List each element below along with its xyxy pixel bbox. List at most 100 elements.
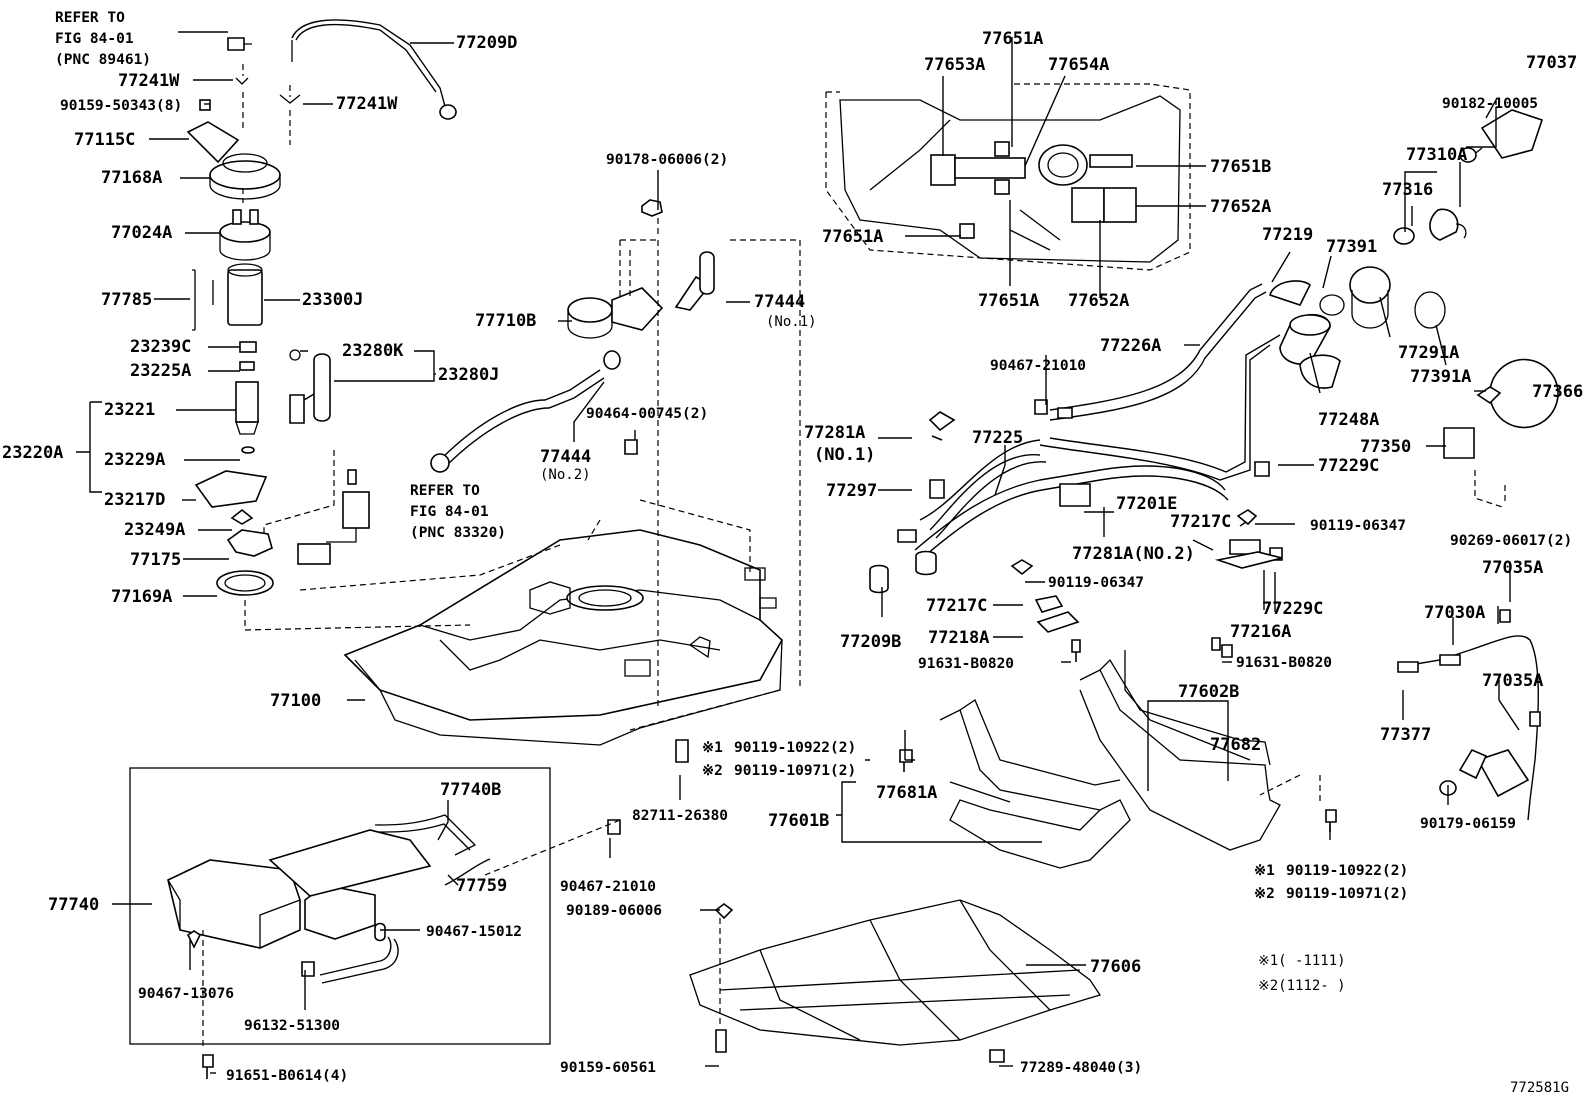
label-77310A: 77310A xyxy=(1406,145,1467,165)
label-77651A-left: 77651A xyxy=(822,227,883,247)
label-77377: 77377 xyxy=(1380,725,1431,745)
label-77654A: 77654A xyxy=(1048,55,1109,75)
diagram-code: 772581G xyxy=(1510,1080,1569,1096)
tank-top-view-drawing xyxy=(825,83,1191,271)
label-77035A-bottom: 77035A xyxy=(1482,671,1543,691)
label-77759: 77759 xyxy=(456,876,507,896)
label-77366: 77366 xyxy=(1532,382,1583,402)
fuel-pump-assembly-drawing xyxy=(186,19,457,596)
label-82711-26380: 82711-26380 xyxy=(632,808,728,824)
label-90464-00745: 90464-00745(2) xyxy=(586,406,708,422)
filler-pipe-drawing xyxy=(869,109,1559,662)
label-77201E: 77201E xyxy=(1116,494,1177,514)
label-91631-B0820-right: 91631-B0820 xyxy=(1236,655,1332,671)
footnote-1: ※1( -1111) xyxy=(1258,953,1346,969)
label-77651B: 77651B xyxy=(1210,157,1271,177)
label-77169A: 77169A xyxy=(111,587,172,607)
label-77289-48040: 77289-48040(3) xyxy=(1020,1060,1142,1076)
label-77024A: 77024A xyxy=(111,223,172,243)
label-77216A: 77216A xyxy=(1230,622,1291,642)
label-77175: 77175 xyxy=(130,550,181,570)
label-77281A-no2: 77281A(NO.2) xyxy=(1072,544,1195,564)
label-77391A: 77391A xyxy=(1410,367,1471,387)
refer-note-1-line2: FIG 84-01 xyxy=(55,31,134,47)
label-23217D: 23217D xyxy=(104,490,165,510)
label-90159-60561: 90159-60561 xyxy=(560,1060,656,1076)
label-77225: 77225 xyxy=(972,428,1023,448)
label-77219: 77219 xyxy=(1262,225,1313,245)
refer-note-1-line3: (PNC 89461) xyxy=(55,52,151,68)
vent-valve-drawing xyxy=(430,199,715,473)
label-90119-10971-bottom: 90119-10971(2) xyxy=(1286,886,1408,902)
label-77653A: 77653A xyxy=(924,55,985,75)
label-77444-no2: 77444 xyxy=(540,447,591,467)
label-77444-no1-sub: (No.1) xyxy=(766,314,817,330)
tank-band-drawing xyxy=(939,650,1281,869)
label-77035A-top: 77035A xyxy=(1482,558,1543,578)
label-77229C-top: 77229C xyxy=(1318,456,1379,476)
label-note2-mark-top: ※2 xyxy=(702,763,723,779)
label-77281A-no1-sub: (NO.1) xyxy=(814,445,875,465)
label-77391: 77391 xyxy=(1326,237,1377,257)
label-77682: 77682 xyxy=(1210,735,1261,755)
label-90119-06347-mid: 90119-06347 xyxy=(1048,575,1144,591)
refer-note-2-line3: (PNC 83320) xyxy=(410,525,506,541)
protector-plate-drawing xyxy=(689,899,1102,1063)
label-23300J: 23300J xyxy=(302,290,363,310)
label-77606: 77606 xyxy=(1090,957,1141,977)
label-77785: 77785 xyxy=(101,290,152,310)
fasteners-drawing xyxy=(202,644,1337,1079)
canister-drawing xyxy=(167,814,491,984)
label-90189-06006: 90189-06006 xyxy=(566,903,662,919)
label-91631-B0820-left: 91631-B0820 xyxy=(918,656,1014,672)
refer-note-1-line1: REFER TO xyxy=(55,10,125,26)
label-91651-B0614: 91651-B0614(4) xyxy=(226,1068,348,1084)
fuel-lid-cable-drawing xyxy=(1397,609,1541,821)
refer-note-2-line1: REFER TO xyxy=(410,483,480,499)
label-77037: 77037 xyxy=(1526,53,1577,73)
label-77209B: 77209B xyxy=(840,632,901,652)
label-90159-50343: 90159-50343(8) xyxy=(60,98,182,114)
label-77350: 77350 xyxy=(1360,437,1411,457)
label-77229C-mid: 77229C xyxy=(1262,599,1323,619)
label-77316: 77316 xyxy=(1382,180,1433,200)
refer-note-2: REFER TO FIG 84-01 (PNC 83320) xyxy=(410,483,506,541)
canister-group-box xyxy=(129,767,551,1045)
label-77651A-top: 77651A xyxy=(982,29,1043,49)
label-77248A: 77248A xyxy=(1318,410,1379,430)
label-23229A: 23229A xyxy=(104,450,165,470)
label-96132-51300: 96132-51300 xyxy=(244,1018,340,1034)
label-77209D: 77209D xyxy=(456,33,517,53)
fuel-tank-drawing xyxy=(343,529,784,746)
label-77681A: 77681A xyxy=(876,783,937,803)
label-77740: 77740 xyxy=(48,895,99,915)
label-90119-10922-top: 90119-10922(2) xyxy=(734,740,856,756)
label-90269-06017: 90269-06017(2) xyxy=(1450,533,1572,549)
footnote-2: ※2(1112- ) xyxy=(1258,978,1346,994)
label-77217C-mid: 77217C xyxy=(926,596,987,616)
label-90182-10005: 90182-10005 xyxy=(1442,96,1538,112)
label-90179-06159: 90179-06159 xyxy=(1420,816,1516,832)
label-note2-mark-bottom: ※2 xyxy=(1254,886,1275,902)
label-23221: 23221 xyxy=(104,400,155,420)
label-77651A-bottom: 77651A xyxy=(978,291,1039,311)
label-23280K: 23280K xyxy=(342,341,404,361)
label-23239C: 23239C xyxy=(130,337,191,357)
label-note1-mark-top: ※1 xyxy=(702,740,723,756)
label-77602B: 77602B xyxy=(1178,682,1239,702)
label-77740B: 77740B xyxy=(440,780,501,800)
label-77241W-right: 77241W xyxy=(336,94,398,114)
label-23280J: 23280J xyxy=(438,365,499,385)
label-77030A: 77030A xyxy=(1424,603,1485,623)
label-77444-no2-sub: (No.2) xyxy=(540,467,591,483)
leader-lines xyxy=(76,31,1520,1074)
label-77601B: 77601B xyxy=(768,811,829,831)
label-77652A-bottom: 77652A xyxy=(1068,291,1129,311)
label-note1-mark-bottom: ※1 xyxy=(1254,863,1275,879)
label-90119-06347-top: 90119-06347 xyxy=(1310,518,1406,534)
label-90467-21010-top: 90467-21010 xyxy=(990,358,1086,374)
label-77444-no1: 77444 xyxy=(754,292,805,312)
label-77297: 77297 xyxy=(826,481,877,501)
label-77710B: 77710B xyxy=(475,311,536,331)
